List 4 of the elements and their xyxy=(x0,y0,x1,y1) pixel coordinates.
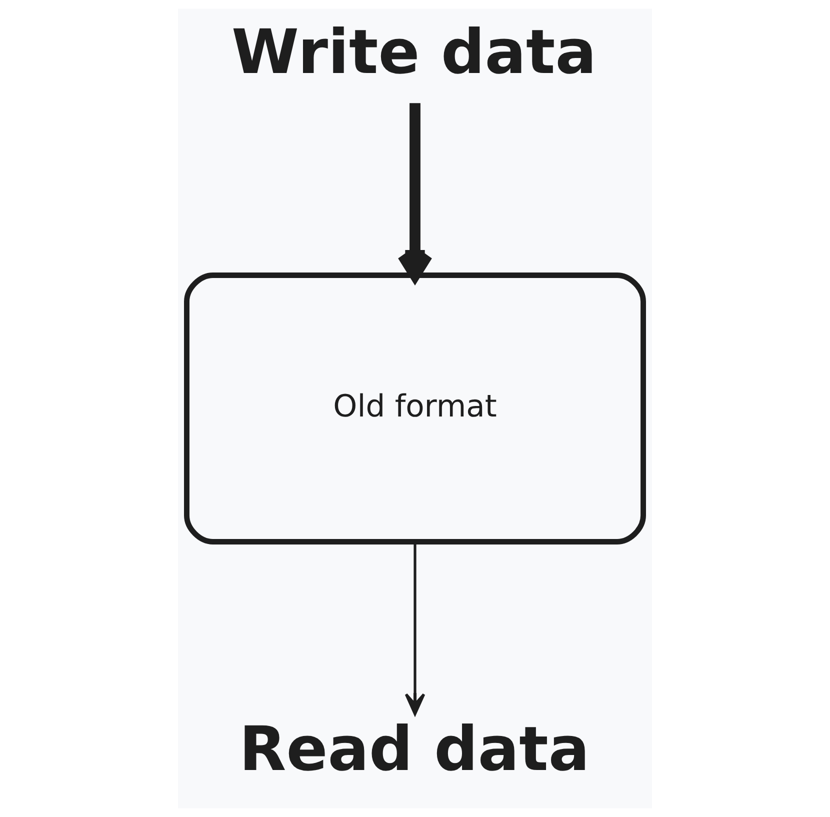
node-text: Write data xyxy=(232,16,597,88)
arrow xyxy=(404,542,426,716)
node-text: Read data xyxy=(239,714,590,785)
node-box: Old format xyxy=(184,272,646,544)
